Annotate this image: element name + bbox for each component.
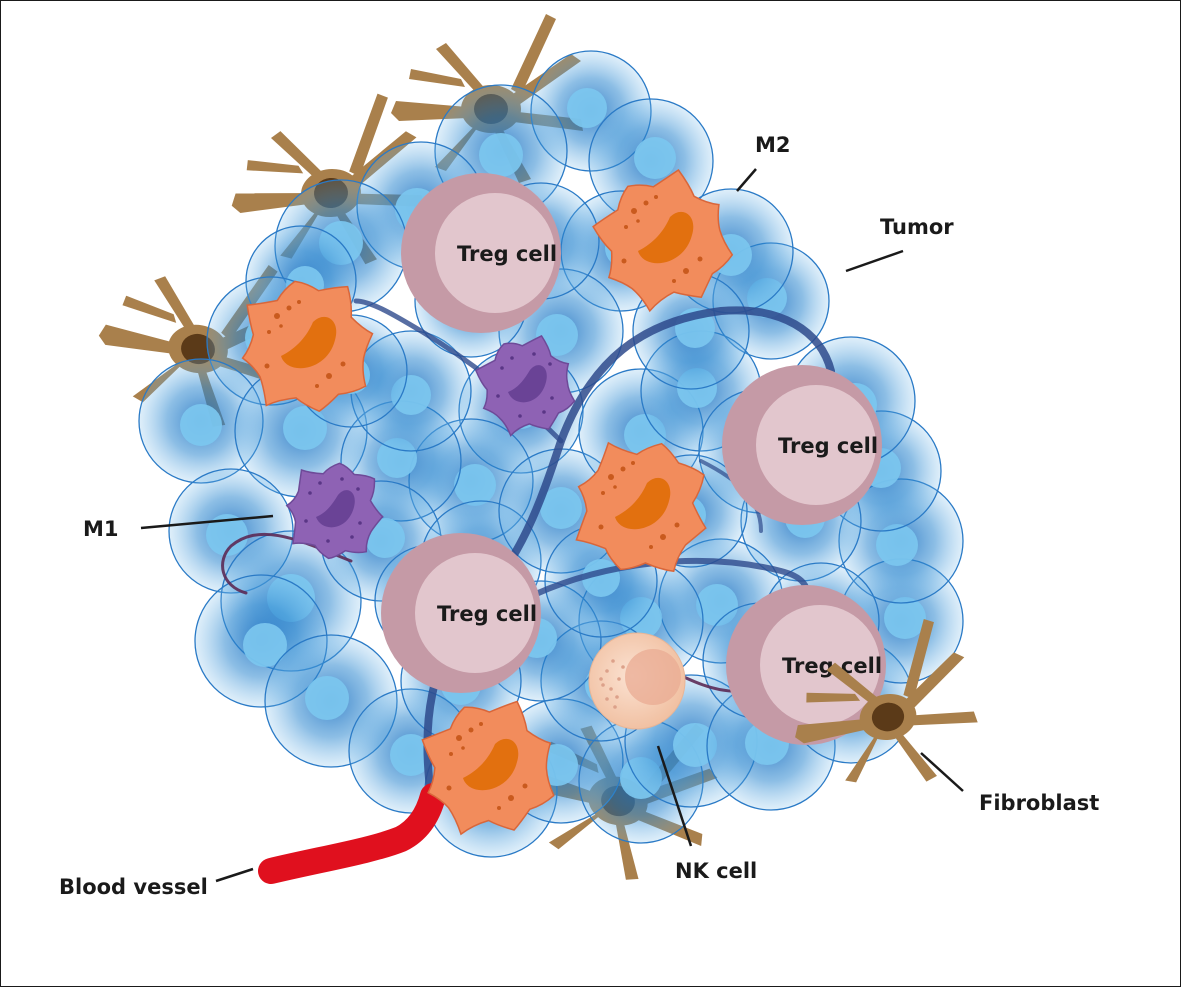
nk-cell <box>588 632 686 730</box>
m2-nucleus <box>281 316 337 369</box>
treg-cell-nucleus <box>756 385 876 505</box>
fibroblast-nucleus <box>871 702 905 732</box>
vessel-red-segment <box>258 783 446 884</box>
leader-m1 <box>140 514 274 530</box>
fibroblast-cell <box>795 619 978 783</box>
vessel-dark-branch-3 <box>221 532 353 595</box>
label-m2: M2 <box>755 133 791 157</box>
m2-nucleus <box>638 211 694 264</box>
treg-cell-label: Treg cell <box>457 242 557 266</box>
label-nk-cell: NK cell <box>675 859 757 883</box>
m1-macrophage <box>474 334 576 437</box>
treg-cell-nucleus <box>435 193 555 313</box>
leader-tumor <box>845 249 904 273</box>
leader-blood-vessel <box>215 867 254 883</box>
m1-nucleus <box>316 490 355 528</box>
m1-macrophage <box>285 462 384 560</box>
tumor-cell <box>138 358 264 484</box>
leader-nk-cell <box>656 745 693 847</box>
m2-nucleus <box>463 738 519 791</box>
m2-macrophage <box>421 700 555 836</box>
callout-lines <box>140 168 964 883</box>
label-m1: M1 <box>83 517 119 541</box>
treg-cell-label: Treg cell <box>437 602 537 626</box>
treg-cell-label: Treg cell <box>778 434 878 458</box>
label-blood-vessel: Blood vessel <box>59 875 208 899</box>
treg-cell: Treg cell <box>401 173 561 333</box>
m2-nucleus <box>615 477 671 530</box>
fibroblast-front-group <box>795 619 978 783</box>
vessel-dark-branch-1 <box>518 558 811 604</box>
label-fibroblast: Fibroblast <box>979 791 1099 815</box>
treg-cell: Treg cell <box>381 533 541 693</box>
leader-fibroblast <box>920 752 964 792</box>
m2-macrophage <box>241 280 374 413</box>
treg-cell-nucleus <box>415 553 535 673</box>
label-tumor: Tumor <box>880 215 954 239</box>
m2-macrophage <box>592 168 734 313</box>
m1-nucleus <box>508 365 547 403</box>
treg-cell: Treg cell <box>722 365 882 525</box>
m2-macrophage <box>575 441 707 573</box>
nk-cell-nucleus <box>625 649 681 705</box>
leader-m2 <box>736 168 757 192</box>
